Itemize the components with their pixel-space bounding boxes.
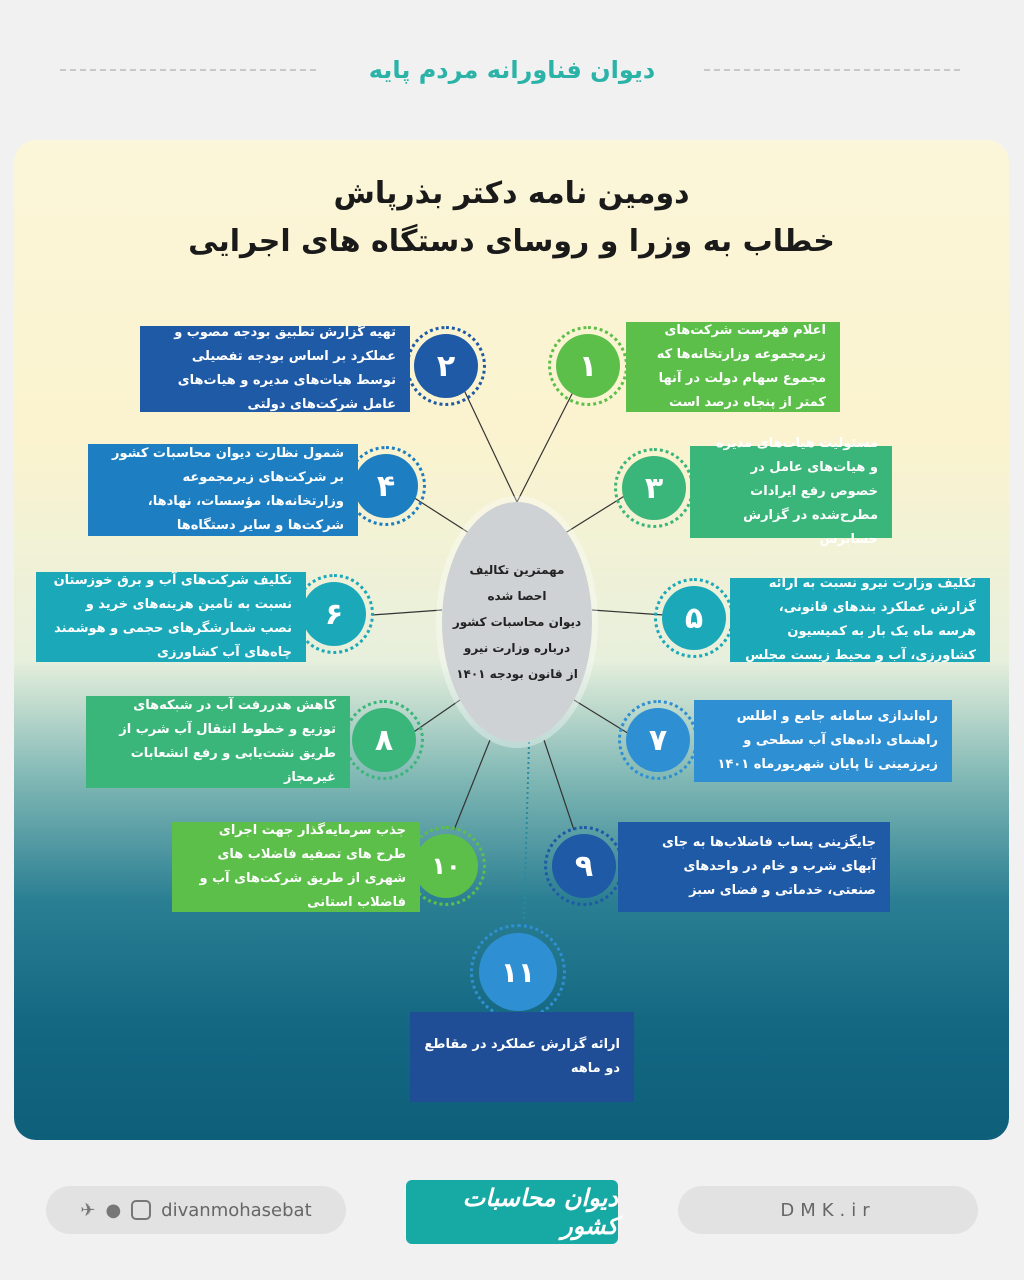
center-summary-oval: مهمترین تکالیف احصا شده دیوان محاسبات کش…: [442, 502, 592, 742]
item-7-badge: ۷: [618, 700, 698, 780]
website-link[interactable]: DMK.ir: [780, 1199, 876, 1221]
item-4-text: شمول نظارت دیوان محاسبات کشور بر شرکت‌ها…: [111, 446, 344, 533]
item-1-badge: ۱: [548, 326, 628, 406]
item-11-number: ۱۱: [479, 933, 557, 1011]
website-pill[interactable]: DMK.ir: [678, 1186, 978, 1234]
item-8-text: کاهش هدررفت آب در شبکه‌های توزیع و خطوط …: [119, 698, 336, 785]
item-10-text: جذب سرمایه‌گذار جهت اجرای طرح های تصفیه …: [199, 823, 406, 910]
item-10-badge: ۱۰: [406, 826, 486, 906]
item-1-box: اعلام فهرست شرکت‌های زیرمجموعه وزارتخانه…: [626, 322, 840, 412]
item-2-text: تهیه گزارش تطبیق بودجه مصوب و عملکرد بر …: [174, 325, 396, 412]
item-3-badge: ۳: [614, 448, 694, 528]
item-3-number: ۳: [622, 456, 686, 520]
item-10-box: جذب سرمایه‌گذار جهت اجرای طرح های تصفیه …: [172, 822, 420, 912]
center-line: مهمترین تکالیف: [469, 563, 565, 577]
item-8-box: کاهش هدررفت آب در شبکه‌های توزیع و خطوط …: [86, 696, 350, 788]
header-bar: دیوان فناورانه مردم پایه: [60, 50, 964, 90]
center-line: درباره وزارت نیرو: [463, 641, 571, 655]
header-divider-left: [60, 69, 320, 71]
center-line: دیوان محاسبات کشور: [452, 615, 582, 629]
infographic-panel: دومین نامه دکتر بذرپاش خطاب به وزرا و رو…: [14, 140, 1009, 1140]
item-5-number: ۵: [662, 586, 726, 650]
item-5-box: تکلیف وزارت نیرو نسبت به ارائه گزارش عمل…: [730, 576, 990, 663]
item-8-number: ۸: [352, 708, 416, 772]
logo: دیوان محاسبات کشور: [406, 1180, 618, 1244]
item-4-badge: ۴: [346, 446, 426, 526]
social-pill[interactable]: ✈ ● divanmohasebat: [46, 1186, 346, 1234]
item-9-box: جایگزینی پساب فاضلاب‌ها به جای آبهای شرب…: [618, 822, 890, 912]
center-line: احصا شده: [487, 589, 547, 603]
item-4-box: شمول نظارت دیوان محاسبات کشور بر شرکت‌ها…: [88, 444, 358, 536]
item-1-text: اعلام فهرست شرکت‌های زیرمجموعه وزارتخانه…: [656, 323, 826, 410]
item-3-box: مسئولیت هیات‌های مدیره و هیات‌های عامل د…: [690, 436, 892, 547]
item-9-number: ۹: [552, 834, 616, 898]
item-2-box: تهیه گزارش تطبیق بودجه مصوب و عملکرد بر …: [140, 325, 410, 412]
item-7-number: ۷: [626, 708, 690, 772]
item-10-number: ۱۰: [414, 834, 478, 898]
item-11-box: ارائه گزارش عملکرد در مقاطع دو ماهه: [410, 1012, 634, 1102]
location-icon[interactable]: ●: [105, 1199, 122, 1221]
item-7-box: راه‌اندازی سامانه جامع و اطلس راهنمای دا…: [694, 700, 952, 782]
item-9-badge: ۹: [544, 826, 624, 906]
instagram-icon[interactable]: [131, 1200, 152, 1220]
item-4-number: ۴: [354, 454, 418, 518]
item-1-number: ۱: [556, 334, 620, 398]
panel-title-line2: خطاب به وزرا و روسای دستگاه های اجرایی: [188, 224, 835, 259]
item-9-text: جایگزینی پساب فاضلاب‌ها به جای آبهای شرب…: [662, 835, 876, 898]
item-7-text: راه‌اندازی سامانه جامع و اطلس راهنمای دا…: [717, 709, 938, 772]
item-3-text: مسئولیت هیات‌های مدیره و هیات‌های عامل د…: [715, 436, 878, 547]
telegram-icon[interactable]: ✈: [80, 1199, 96, 1221]
item-6-badge: ۶: [294, 574, 374, 654]
item-2-number: ۲: [414, 334, 478, 398]
item-8-badge: ۸: [344, 700, 424, 780]
item-11-text: ارائه گزارش عملکرد در مقاطع دو ماهه: [424, 1037, 620, 1076]
panel-title: دومین نامه دکتر بذرپاش خطاب به وزرا و رو…: [14, 170, 1009, 266]
social-handle: divanmohasebat: [161, 1199, 312, 1221]
center-line: از قانون بودجه ۱۴۰۱: [456, 667, 578, 681]
item-2-badge: ۲: [406, 326, 486, 406]
item-6-text: تکلیف شرکت‌های آب و برق خوزستان نسبت به …: [53, 573, 292, 660]
item-11-badge: ۱۱: [470, 924, 566, 1020]
item-6-box: تکلیف شرکت‌های آب و برق خوزستان نسبت به …: [36, 572, 306, 662]
header-title: دیوان فناورانه مردم پایه: [352, 56, 672, 84]
header-divider-right: [704, 69, 964, 71]
panel-title-line1: دومین نامه دکتر بذرپاش: [333, 176, 690, 211]
item-6-number: ۶: [302, 582, 366, 646]
item-5-badge: ۵: [654, 578, 734, 658]
footer: ✈ ● divanmohasebat دیوان محاسبات کشور DM…: [46, 1180, 978, 1244]
item-5-text: تکلیف وزارت نیرو نسبت به ارائه گزارش عمل…: [745, 576, 976, 663]
